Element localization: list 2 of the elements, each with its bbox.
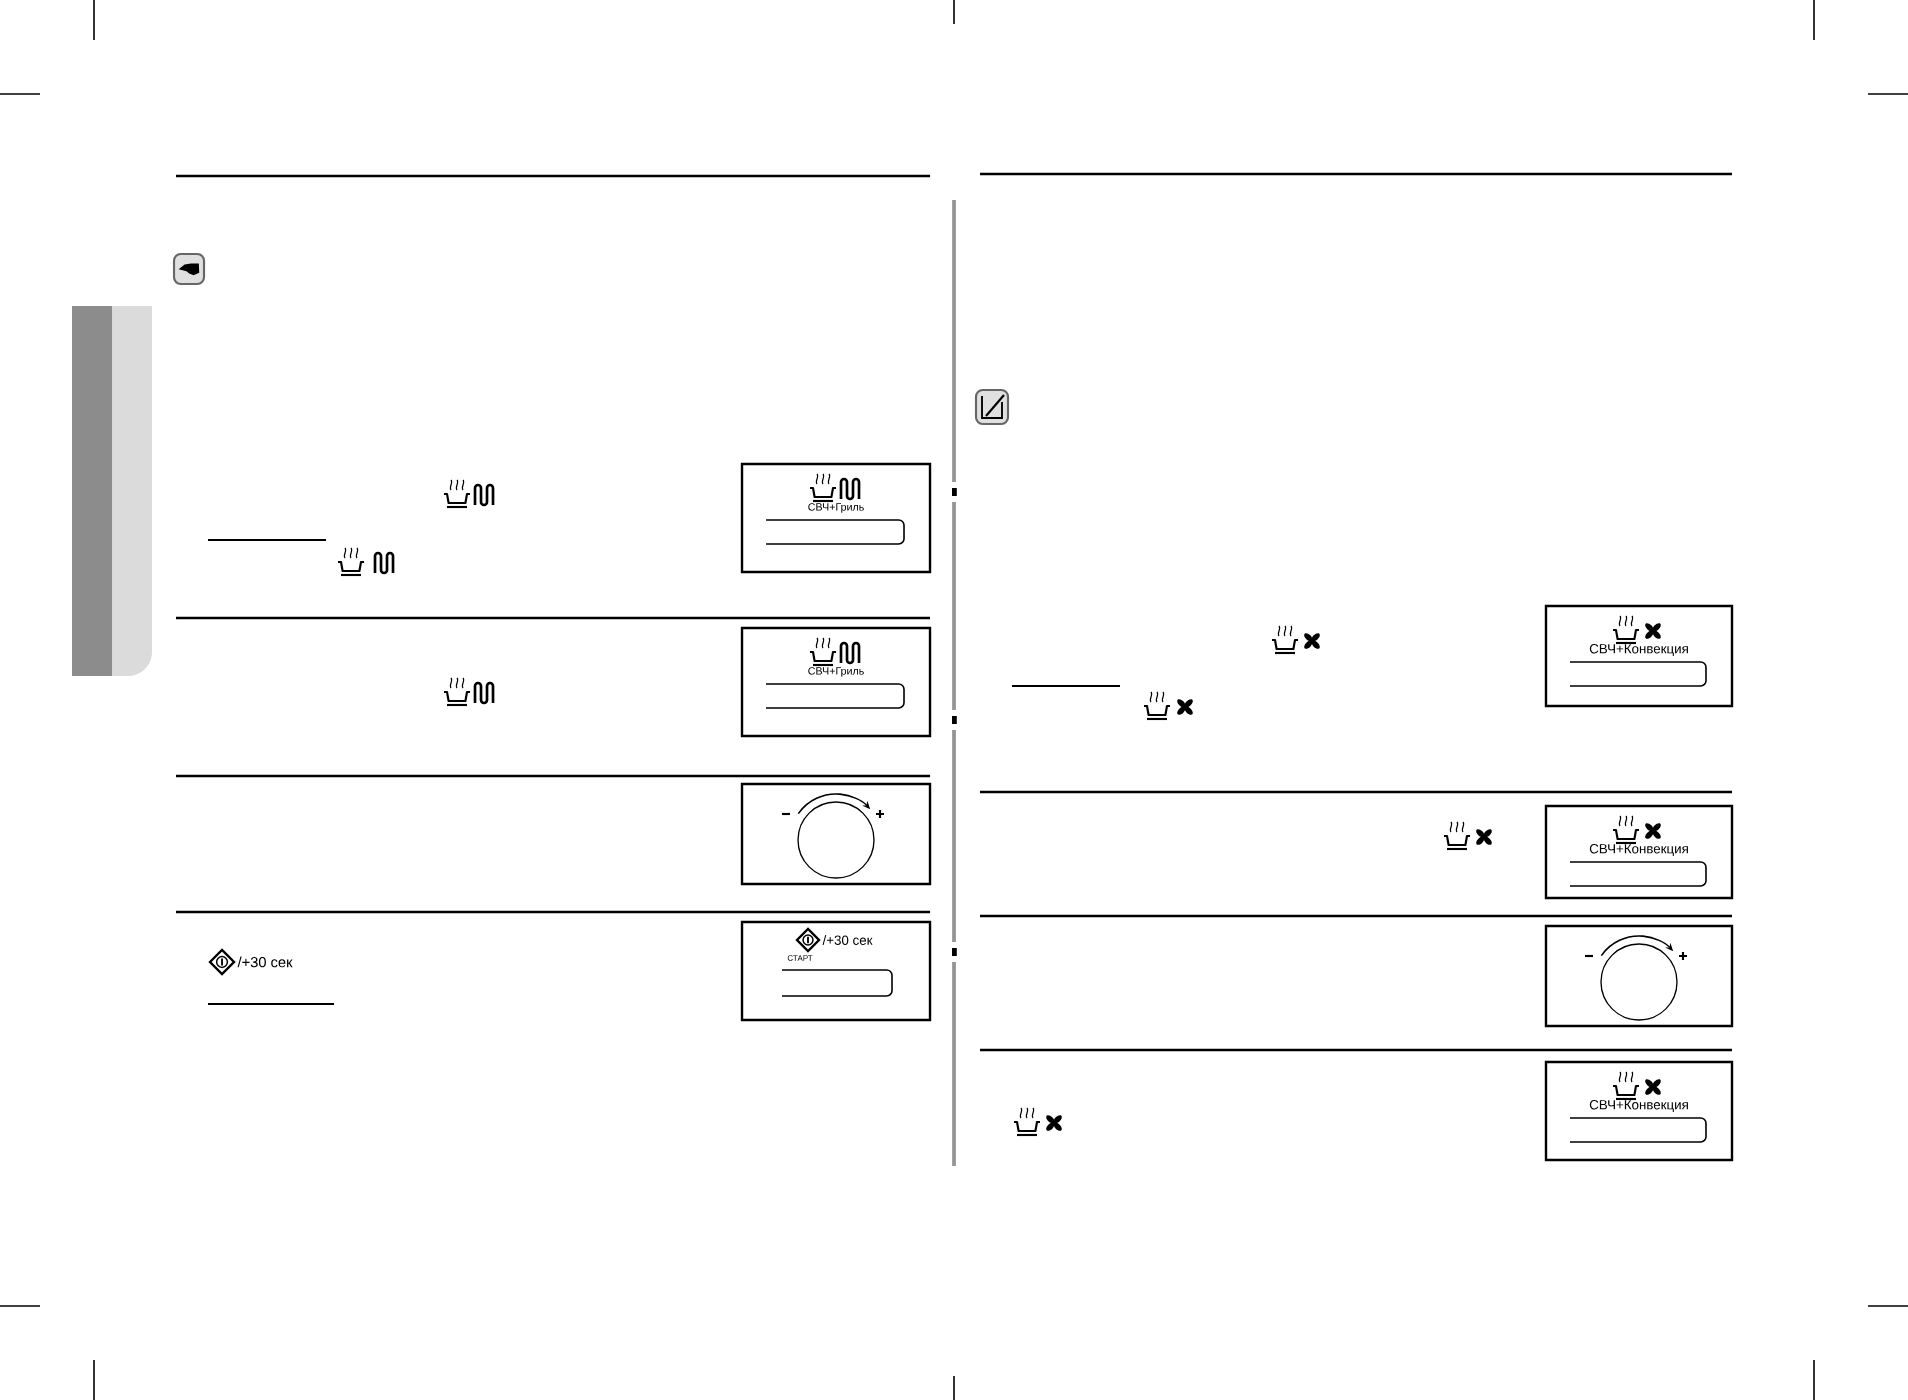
dial-panel: [740, 782, 932, 886]
dial-panel: [1544, 924, 1734, 1028]
